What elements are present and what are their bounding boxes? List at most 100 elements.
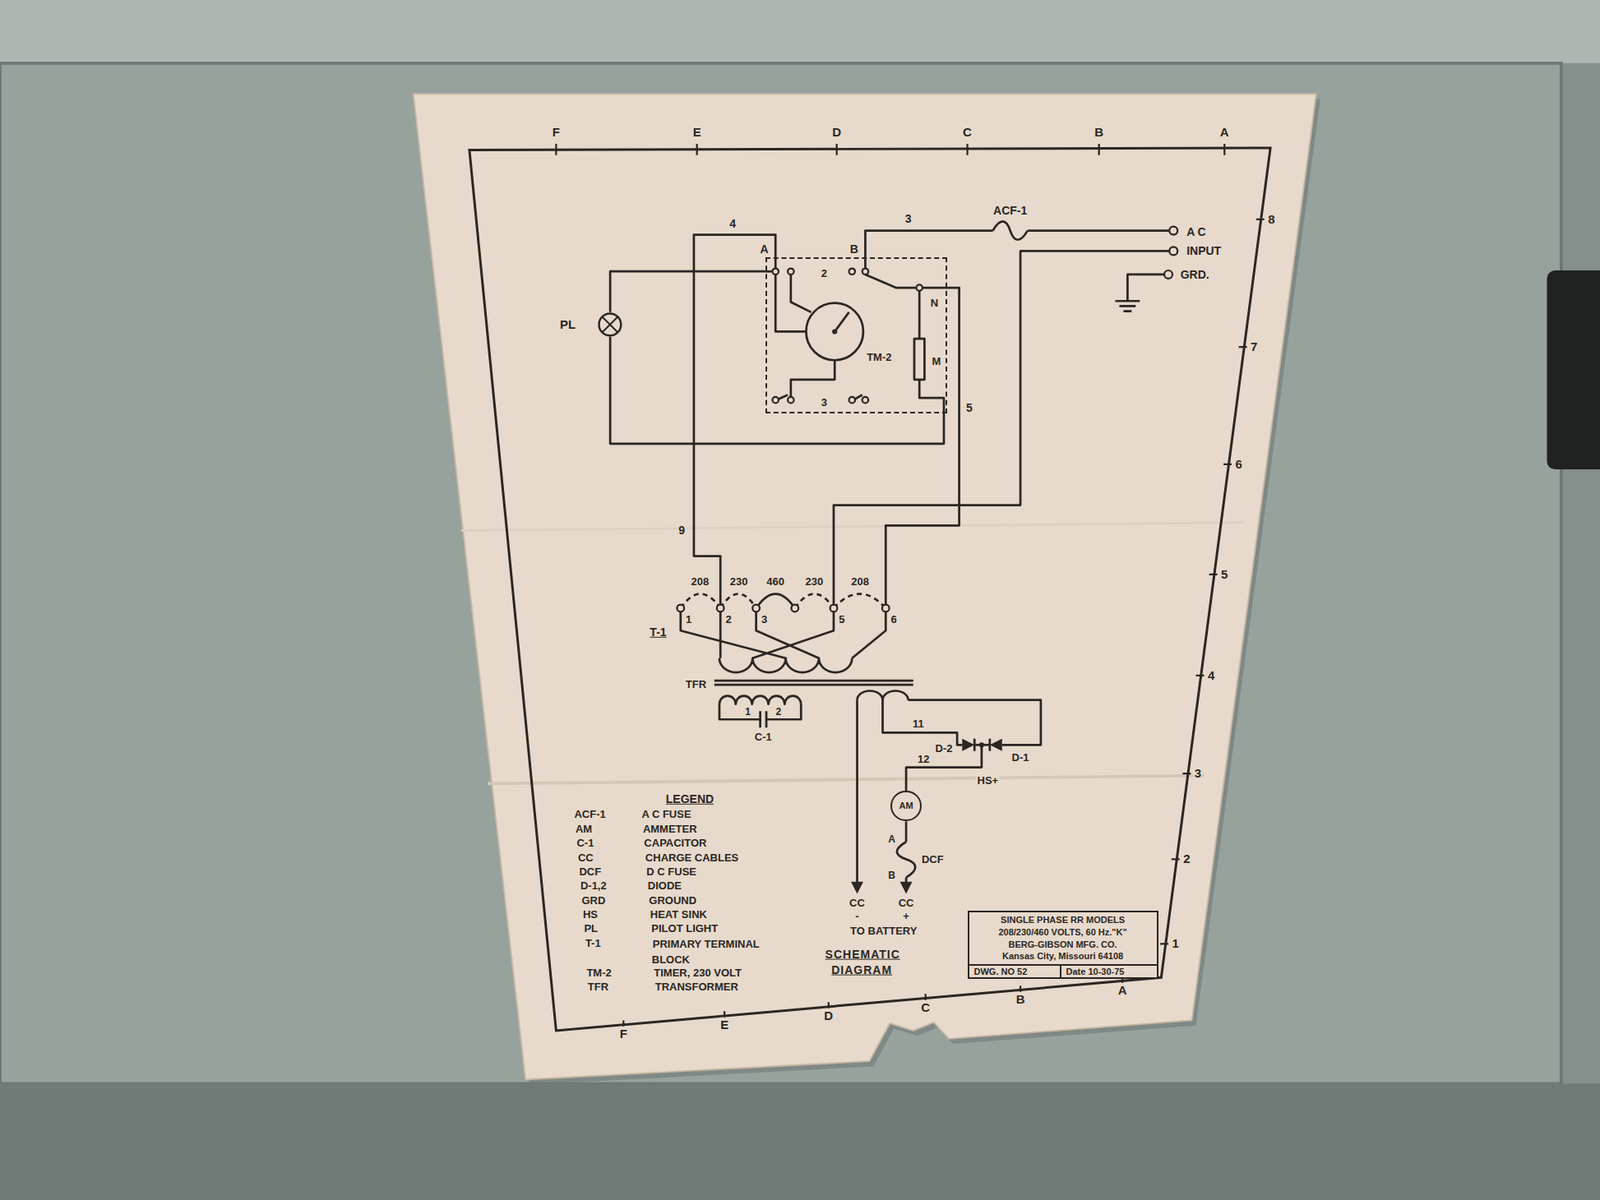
title-holder: SCHEMATIC DIAGRAM (812, 947, 913, 978)
grid-letter: C (920, 1000, 931, 1015)
legend-abbreviation: PL (582, 922, 599, 935)
wire-number: 5 (965, 401, 974, 415)
wire (833, 250, 1170, 605)
text-holder: TM-2 (865, 349, 893, 365)
legend-text: TRANSFORMER (654, 980, 740, 994)
label-holder: A (1117, 983, 1129, 999)
grid-number: 5 (1220, 567, 1229, 582)
label-holder: E (692, 124, 703, 140)
secondary-coil (719, 696, 801, 705)
label-holder: D-1 (1011, 749, 1031, 765)
terminal (787, 268, 794, 275)
label-holder: GRD (580, 892, 606, 907)
grid-number: 7 (1249, 339, 1258, 354)
right-ticks (1160, 219, 1265, 944)
wire (1127, 274, 1165, 301)
grid-letter: E (692, 124, 703, 139)
primary-leads (680, 612, 886, 659)
label-holder: 2 (725, 611, 733, 627)
capacitor-symbol (760, 711, 767, 728)
wire (918, 291, 921, 339)
terminal (772, 268, 778, 275)
drawing-border (469, 147, 1271, 1032)
label-holder: 1 (684, 611, 693, 627)
label-holder: 6 (890, 611, 898, 627)
terminal-label: 3 (820, 395, 828, 408)
label-holder: B (887, 866, 897, 882)
switch-contact (790, 274, 812, 313)
legend-text: PRIMARY TERMINAL BLOCK (652, 938, 760, 966)
pilot-light-symbol (597, 312, 623, 338)
secondary-coil (857, 690, 909, 700)
part-label: TFR (684, 677, 708, 690)
label-holder: HEAT SINK (649, 906, 708, 922)
paper-sheet (413, 93, 1317, 1080)
symbols (832, 328, 1003, 894)
legend-abbreviation: AM (574, 823, 593, 836)
terminal (716, 605, 725, 613)
label-holder: 1 (744, 703, 752, 719)
legend-text: HEAT SINK (649, 908, 708, 921)
voltage-tap: 230 (804, 575, 825, 588)
terminal-number: 3 (760, 613, 768, 626)
arrow-head (850, 882, 864, 895)
terminal (862, 397, 869, 403)
text-holder: 3 (820, 393, 828, 409)
label-holder: 208 (690, 573, 711, 589)
terminal-number: 2 (775, 706, 783, 718)
terminal-label: M (930, 355, 942, 368)
ground-symbol (1114, 300, 1140, 311)
terminal-label: 2 (820, 267, 828, 280)
label-holder: - (854, 908, 860, 924)
voltage-tap: 460 (765, 575, 786, 588)
legend-text: AMMETER (642, 823, 699, 836)
label-holder: DCF (920, 851, 945, 867)
label-holder: F (619, 1026, 629, 1042)
wire-number: 3 (904, 211, 913, 225)
grid-letter: F (619, 1026, 629, 1041)
panel-plate (0, 63, 1562, 1084)
wire (790, 360, 835, 398)
tap-arc (756, 594, 796, 609)
label-holder: D (831, 124, 842, 140)
diode-symbol (989, 739, 1003, 752)
legend-text: A C FUSE (640, 808, 692, 821)
label-holder: T-1 (648, 624, 667, 640)
label-holder: B (1093, 124, 1105, 140)
label-holder: T-1 (584, 935, 602, 951)
fuse-symbol (897, 841, 916, 878)
legend-abbreviation: C-1 (575, 836, 595, 850)
wire (885, 287, 959, 605)
polarity-sign: - (854, 910, 860, 923)
legend-abbreviation: ACF-1 (573, 808, 606, 821)
side-knob (1546, 270, 1600, 470)
label-holder: 460 (765, 573, 786, 589)
terminals (676, 226, 1178, 613)
label-holder: PL (582, 920, 599, 936)
grid-number: 1 (1171, 936, 1180, 951)
lamp-outline (599, 313, 622, 336)
label-holder: D C FUSE (645, 864, 698, 879)
label-holder: 5 (1220, 567, 1229, 583)
part-label: D-1 (1011, 751, 1031, 764)
label-holder: ACF-1 (573, 806, 606, 822)
label-holder: B (1015, 992, 1027, 1008)
timer-motor (805, 303, 864, 361)
label-holder: CHARGE CABLES (644, 849, 740, 865)
label-holder: F (551, 124, 561, 140)
bottom-ticks (623, 976, 1123, 1028)
legend-abbreviation: CC (577, 850, 595, 864)
text-holder: N (929, 295, 939, 310)
terminal (849, 397, 856, 403)
tap-arc (795, 594, 834, 609)
label-holder: 230 (804, 573, 825, 589)
fuse-label: ACF-1 (992, 203, 1028, 217)
part-label: T-1 (648, 625, 667, 639)
terminal-label: B (887, 869, 897, 881)
junction-dot (832, 328, 837, 334)
terminal-number: 2 (725, 613, 733, 626)
terminal (849, 268, 856, 275)
legend-abbreviation: GRD (580, 893, 606, 907)
grid-number: 3 (1193, 766, 1203, 781)
grid-letter: B (1015, 992, 1027, 1007)
